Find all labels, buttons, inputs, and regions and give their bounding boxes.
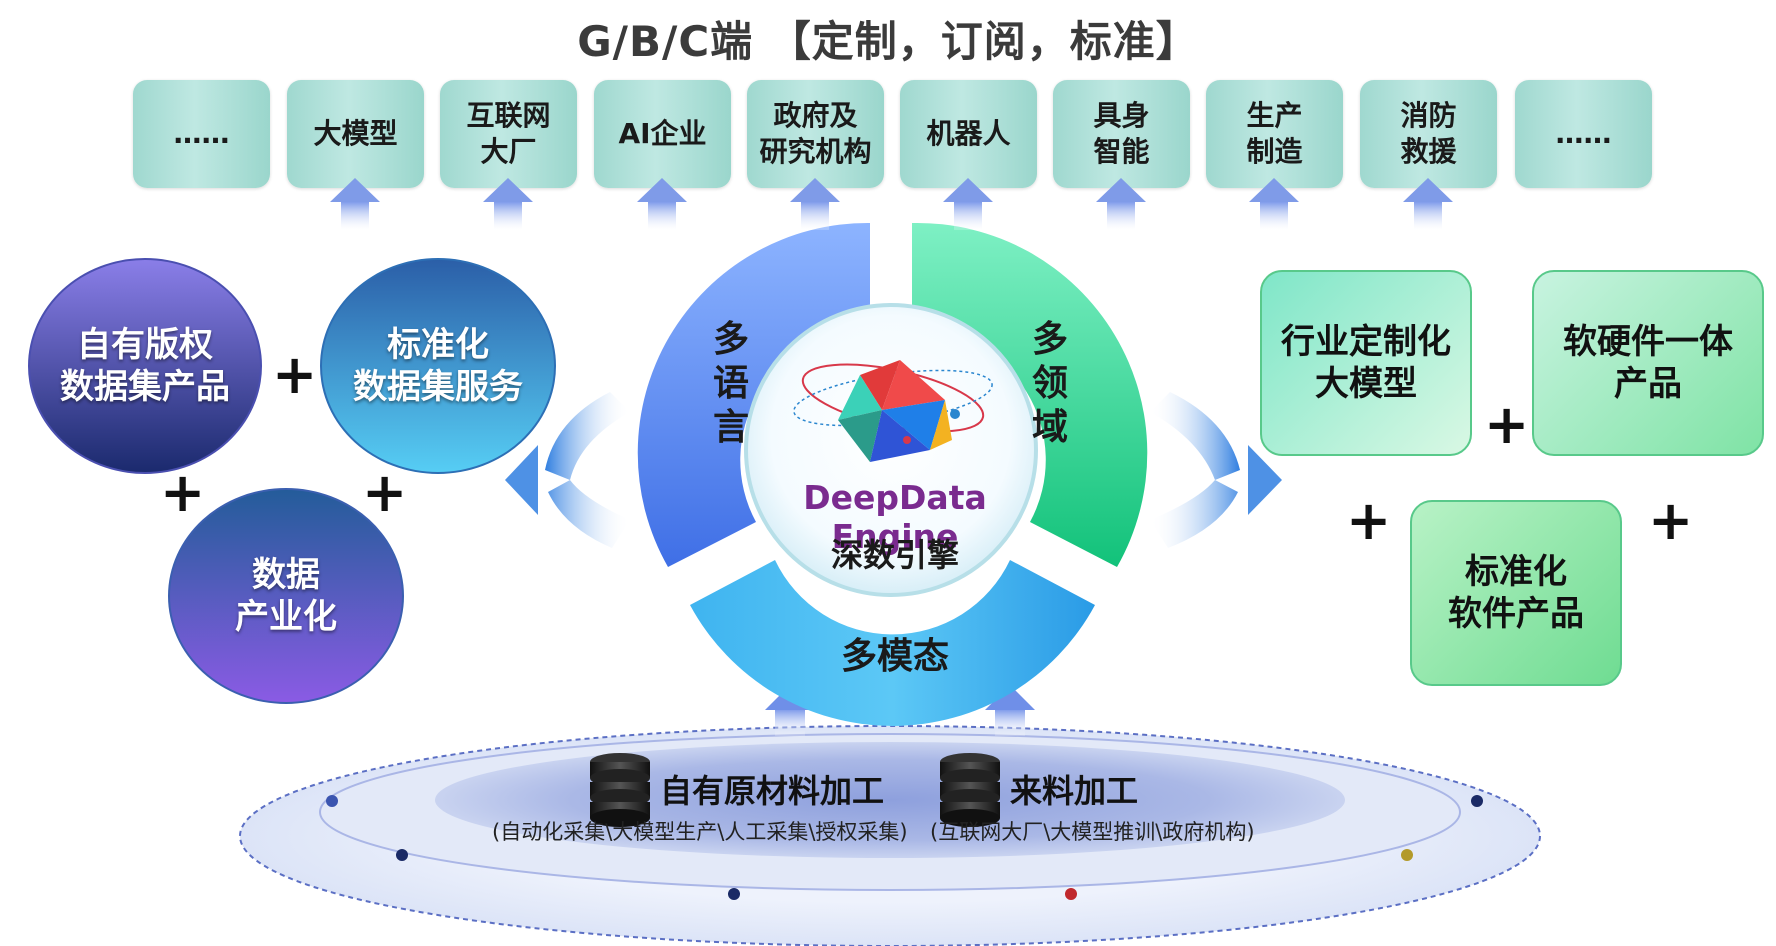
right-arrow: [1150, 392, 1282, 548]
top-box-1: ……: [133, 80, 270, 188]
base-platform-inner: [435, 742, 1345, 858]
plus-sign-left-3: +: [362, 461, 408, 524]
up-arrow-8: [1403, 178, 1453, 230]
top-box-2: 大模型: [287, 80, 424, 188]
engine-name-en: DeepData Engine: [803, 478, 987, 556]
left-arrow: [505, 392, 630, 548]
circle-data-industrialization: 数据 产业化: [168, 488, 404, 704]
page-title: G/B/C端 【定制，订阅，标准】: [577, 17, 1199, 66]
top-box-4: AI企业: [594, 80, 731, 188]
up-arrow-7: [1249, 178, 1299, 230]
top-up-arrows: [330, 178, 1453, 230]
top-box-8: 生产 制造: [1206, 80, 1343, 188]
plus-sign-right-1: +: [1484, 393, 1530, 456]
database-icon-right: [940, 753, 1000, 827]
box-hardware-software-product: 软硬件一体 产品: [1532, 270, 1764, 456]
circle-own-copyright-dataset: 自有版权 数据集产品: [28, 258, 262, 474]
top-box-9: 消防 救援: [1360, 80, 1497, 188]
plus-sign-right-3: +: [1648, 489, 1694, 552]
up-arrow-1: [330, 178, 380, 230]
up-arrow-3: [637, 178, 687, 230]
up-arrow-6: [1096, 178, 1146, 230]
up-arrow-2: [483, 178, 533, 230]
top-box-5: 政府及 研究机构: [747, 80, 884, 188]
box-industry-custom-model: 行业定制化 大模型: [1260, 270, 1472, 456]
top-box-7: 具身 智能: [1053, 80, 1190, 188]
base-incoming-material-title: 来料加工: [1010, 772, 1139, 810]
plus-sign-left-1: +: [272, 343, 318, 406]
segment-label-domain: 多 领 域: [1031, 319, 1068, 448]
top-box-6: 机器人: [900, 80, 1037, 188]
up-arrow-base-right: [985, 685, 1035, 736]
top-box-10: ……: [1515, 80, 1652, 188]
up-arrow-5: [943, 178, 993, 230]
plus-sign-left-2: +: [160, 461, 206, 524]
box-standard-software-product: 标准化 软件产品: [1410, 500, 1622, 686]
base-own-material-title: 自有原材料加工: [660, 772, 885, 810]
circle-standard-dataset-service: 标准化 数据集服务: [320, 258, 556, 474]
segment-multi-modal: [690, 560, 1095, 726]
database-icon-left: [590, 753, 650, 827]
segment-multi-domain: [912, 222, 1148, 567]
base-own-material-subtitle: (自动化采集\大模型生产\人工采集\授权采集): [492, 820, 908, 844]
segment-label-modal: 多模态: [840, 636, 949, 677]
engine-logo-icon: [793, 360, 993, 462]
segment-multi-language: [637, 222, 870, 568]
base-incoming-material-subtitle: (互联网大厂\大模型推训\政府机构): [930, 820, 1255, 844]
top-box-3: 互联网 大厂: [440, 80, 577, 188]
engine-name-cn: 深数引擎: [830, 536, 959, 574]
plus-sign-right-2: +: [1346, 489, 1392, 552]
up-arrow-4: [790, 178, 840, 230]
segment-label-language: 多 语 言: [712, 319, 749, 448]
